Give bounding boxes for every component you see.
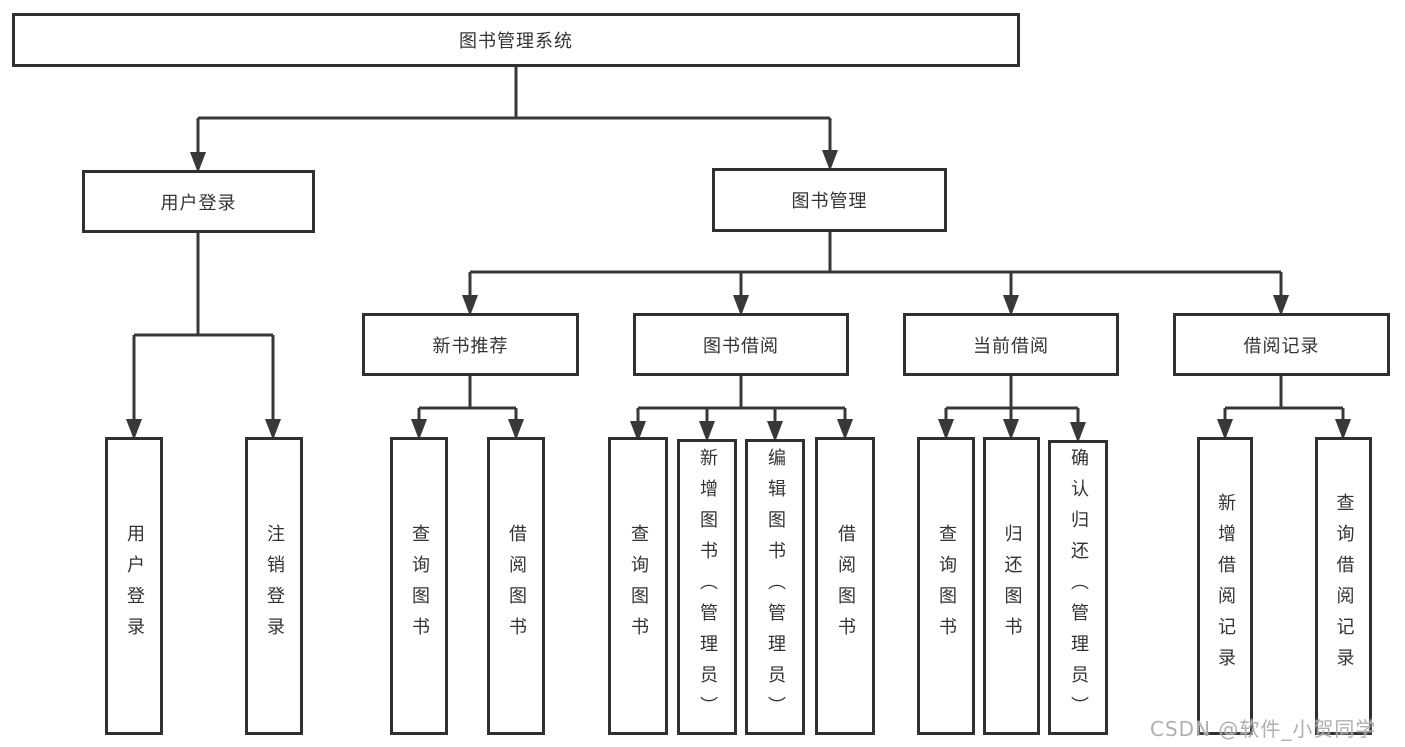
leaf-label: 查询图书 [936,524,957,648]
node-label: 图书管理 [791,191,868,212]
leaf-label: 借阅图书 [506,524,527,648]
leaf-edit-books-admin: 编辑图书（管理员） [745,439,805,735]
node-borrowing-records: 借阅记录 [1173,313,1390,376]
leaf-label: 编辑图书（管理员） [765,447,786,727]
leaf-query-borrow-record: 查询借阅记录 [1315,437,1372,735]
leaf-query-books-borrowing: 查询图书 [608,437,668,735]
leaf-label: 查询借阅记录 [1333,493,1355,679]
node-book-borrowing: 图书借阅 [633,313,849,376]
leaf-query-books-recommendation: 查询图书 [390,437,448,735]
leaf-user-login: 用户登录 [105,437,163,735]
node-current-borrowing: 当前借阅 [903,313,1119,376]
node-label: 图书管理系统 [459,31,573,52]
leaf-add-borrow-record: 新增借阅记录 [1197,437,1253,735]
leaf-label: 新增图书（管理员） [697,447,718,727]
leaf-confirm-return-admin: 确认归还（管理员） [1048,440,1108,735]
leaf-add-books-admin: 新增图书（管理员） [677,439,737,735]
node-label: 借阅记录 [1243,335,1320,357]
leaf-label: 查询图书 [628,524,649,648]
leaf-query-books-current: 查询图书 [917,437,975,735]
leaf-label: 注销登录 [264,524,285,648]
leaf-return-books: 归还图书 [983,437,1040,735]
node-label: 用户登录 [160,192,237,214]
node-new-book-recommendation: 新书推荐 [362,313,579,376]
leaf-label: 新增借阅记录 [1215,493,1236,679]
leaf-borrow-books-recommendation: 借阅图书 [487,437,545,735]
leaf-label: 借阅图书 [835,524,856,648]
leaf-label: 查询图书 [409,524,430,648]
node-user-login-branch: 用户登录 [82,170,315,233]
node-label: 图书借阅 [703,335,779,357]
node-book-management: 图书管理 [712,168,947,232]
node-library-management-system: 图书管理系统 [12,13,1020,67]
csdn-watermark: CSDN @软件_小贺同学 [1150,717,1377,741]
leaf-borrow-books: 借阅图书 [815,437,875,735]
node-label: 新书推荐 [432,335,509,357]
node-label: 当前借阅 [973,335,1049,357]
leaf-label: 确认归还（管理员） [1068,448,1089,727]
leaf-logout: 注销登录 [245,437,303,735]
leaf-label: 归还图书 [1001,524,1023,648]
leaf-label: 用户登录 [124,524,145,648]
